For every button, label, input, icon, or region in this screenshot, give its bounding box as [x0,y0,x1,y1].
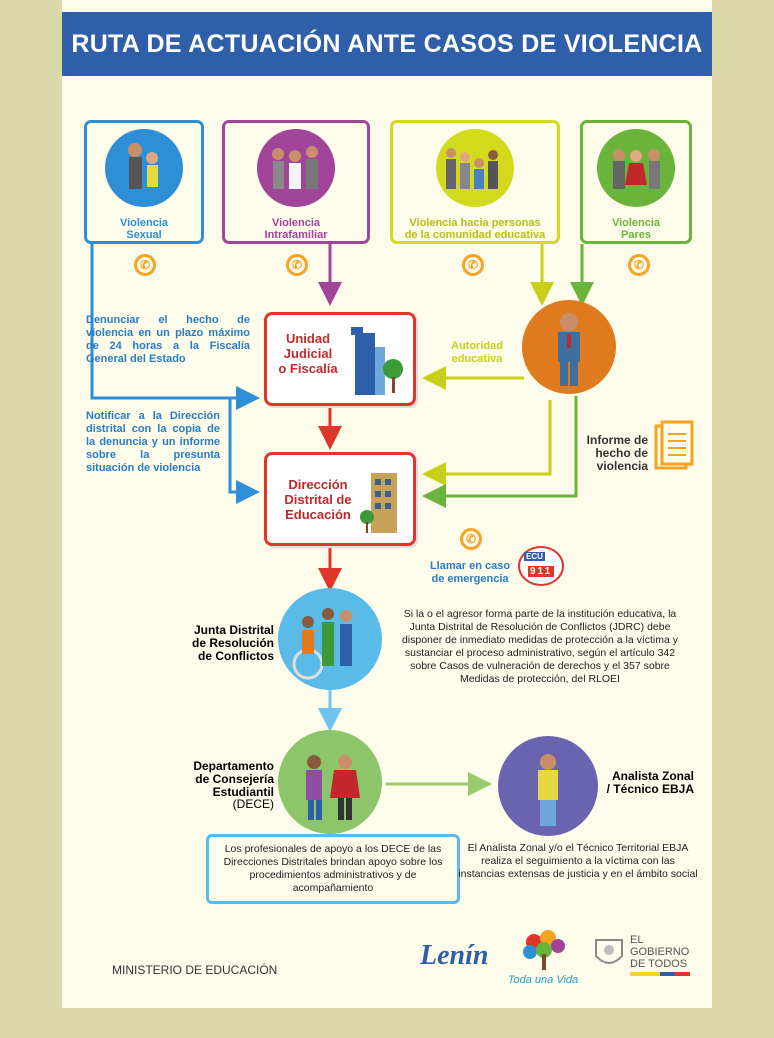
phone-icon: ✆ [286,254,308,276]
violencia-pares-label: Violencia Pares [611,217,661,241]
jdrc-description: Si la o el agresor forma parte de la ins… [401,608,679,685]
direccion-distrital-box: Dirección Distrital de Educación [264,452,416,546]
autoridad-circle [522,300,616,394]
page-title: RUTA DE ACTUACIÓN ANTE CASOS DE VIOLENCI… [71,29,703,58]
peers-icon [597,129,675,207]
analista-circle [498,736,598,836]
denunciar-text: Denunciar el hecho de violencia en un pl… [86,314,250,365]
violencia-comunidad-label: Violencia hacia personas de la comunidad… [404,217,546,241]
autoridad-label: Autoridad educativa [451,340,503,365]
notificar-text: Notificar a la Dirección distrital con l… [86,410,220,474]
tree-logo-icon [523,930,565,970]
violencia-intrafamiliar-label: Violencia Intrafamiliar [264,217,328,241]
analista-title: Analista Zonal / Técnico EBJA [606,769,694,796]
analyst-icon [538,754,558,826]
document-icon [654,420,694,470]
dece-description: Los profesionales de apoyo a los DECE de… [223,843,443,894]
flow-arrows [90,244,594,796]
ecu-label: ECU [524,552,545,561]
box-violencia-sexual: Violencia Sexual [84,120,204,244]
box-violencia-comunidad: Violencia hacia personas de la comunidad… [390,120,560,244]
phone-icon: ✆ [462,254,484,276]
lenin-signature: Lenín [420,940,489,971]
box-violencia-pares: Violencia Pares [580,120,692,244]
llamar-text: Llamar en caso de emergencia [429,560,511,585]
poster: RUTA DE ACTUACIÓN ANTE CASOS DE VIOLENCI… [62,0,712,1008]
gobierno-label: EL GOBIERNO DE TODOS [630,934,690,970]
dece-desc-box: Los profesionales de apoyo a los DECE de… [206,834,460,904]
header-banner: RUTA DE ACTUACIÓN ANTE CASOS DE VIOLENCI… [62,12,712,76]
phone-icon: ✆ [628,254,650,276]
analista-description: El Analista Zonal y/o el Técnico Territo… [458,842,698,880]
direccion-distrital-label: Dirección Distrital de Educación [284,477,352,522]
ecu911-logo: ECU 911 [518,546,564,586]
jdrc-circle [278,588,382,690]
official-icon [558,313,580,386]
box-violencia-intrafamiliar: Violencia Intrafamiliar [222,120,370,244]
counselors-icon [306,755,360,820]
911-label: 911 [528,566,555,577]
dece-circle [278,730,382,834]
community-icon [436,129,514,207]
jdrc-title: Junta Distrital de Resolución de Conflic… [191,623,274,663]
building-icon [351,327,403,395]
people-icon [105,129,183,207]
people-group-icon [292,608,352,680]
phone-icon: ✆ [134,254,156,276]
toda-una-vida-label: Toda una Vida [507,974,579,986]
shield-crest-icon [595,939,623,964]
family-icon [257,129,335,207]
informe-label: Informe de hecho de violencia [586,433,648,473]
violencia-sexual-label: Violencia Sexual [119,217,169,241]
emergency-phone-icon: ✆ [460,528,482,550]
dece-subtitle: (DECE) [232,797,274,811]
unidad-judicial-box: Unidad Judicial o Fiscalía [264,312,416,406]
school-building-icon [360,473,397,533]
unidad-judicial-label: Unidad Judicial o Fiscalía [278,331,338,376]
ministry-label: MINISTERIO DE EDUCACIÓN [112,963,278,977]
flag-stripe [630,972,690,976]
dece-title: Departamento de Consejería Estudiantil [193,759,274,799]
